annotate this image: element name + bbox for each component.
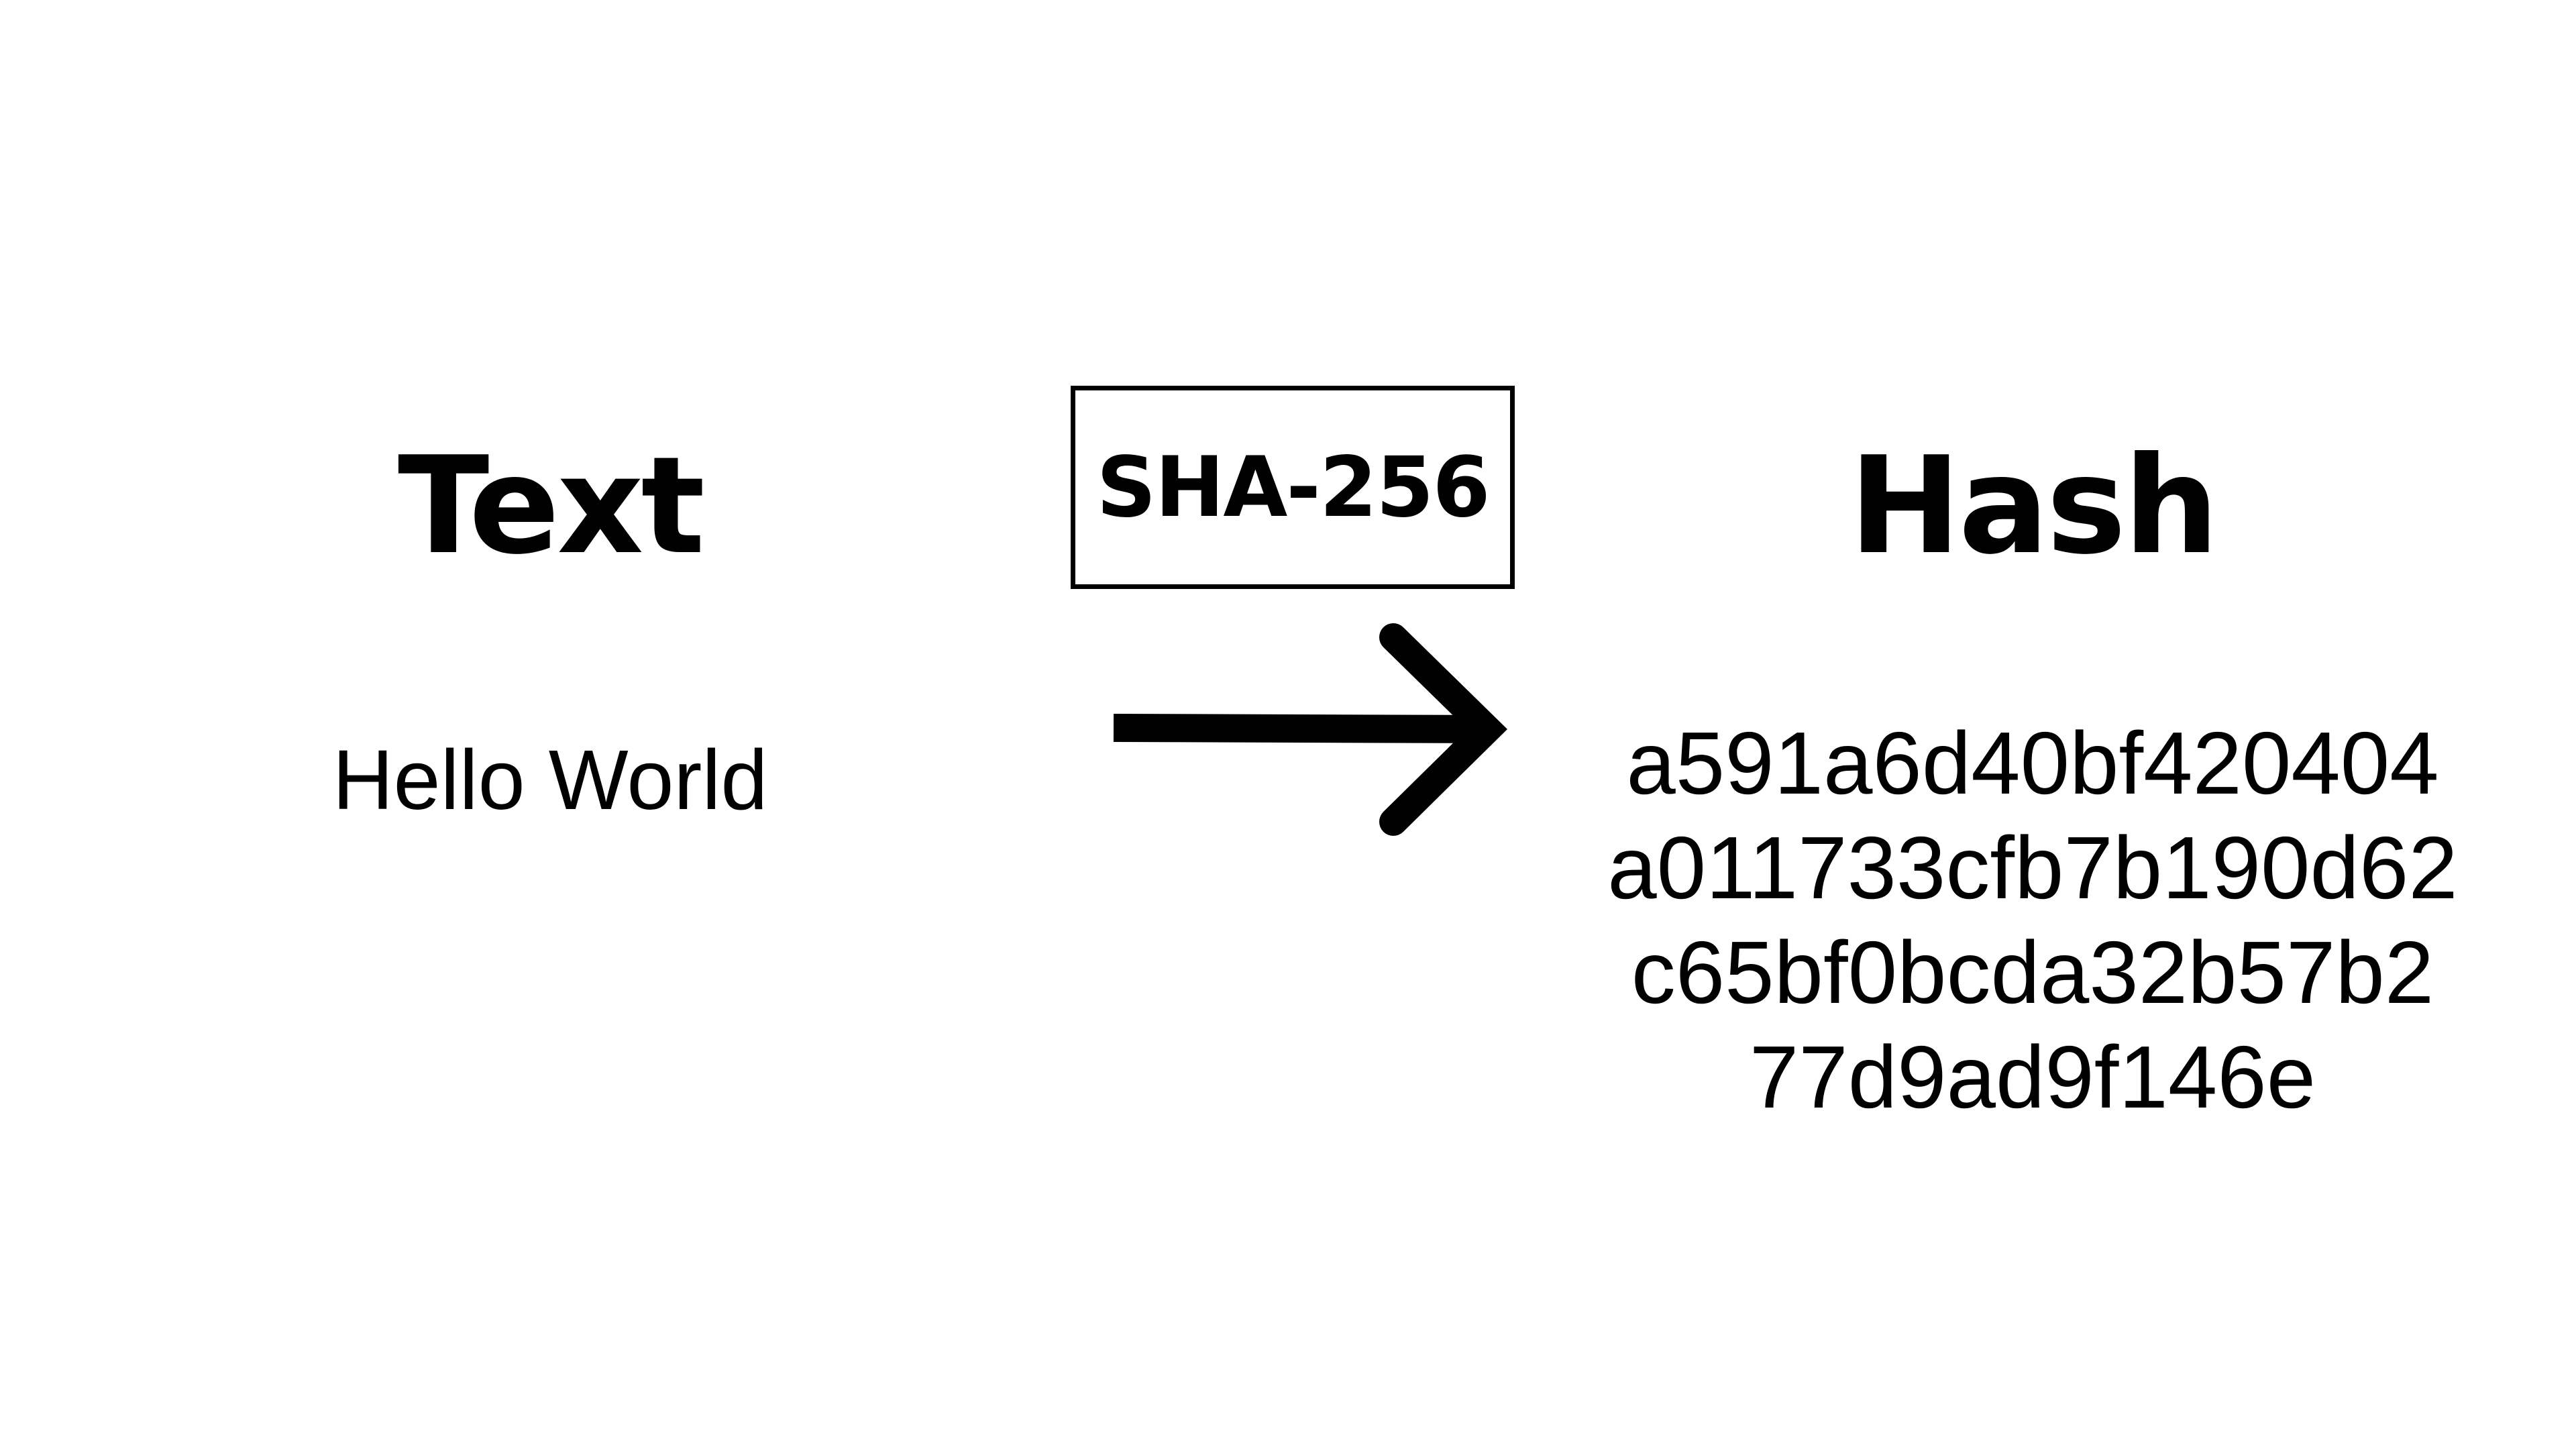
input-text-value: Hello World (332, 733, 768, 827)
algorithm-box: SHA-256 (1071, 386, 1515, 589)
arrow-right-icon (1113, 623, 1507, 836)
arrow-head (1379, 623, 1507, 836)
hash-output: a591a6d40bf420404 a011733cfb7b190d62 c65… (1607, 711, 2457, 1130)
hash-heading: Hash (1849, 428, 2219, 584)
hash-line: a591a6d40bf420404 (1626, 714, 2439, 812)
text-heading: Text (397, 428, 705, 584)
hash-line: c65bf0bcda32b57b2 (1631, 923, 2434, 1022)
hash-line: a011733cfb7b190d62 (1607, 818, 2458, 917)
arrow-shaft (1113, 714, 1487, 743)
algorithm-label: SHA-256 (1096, 439, 1490, 536)
hash-line: 77d9ad9f146e (1749, 1028, 2316, 1126)
